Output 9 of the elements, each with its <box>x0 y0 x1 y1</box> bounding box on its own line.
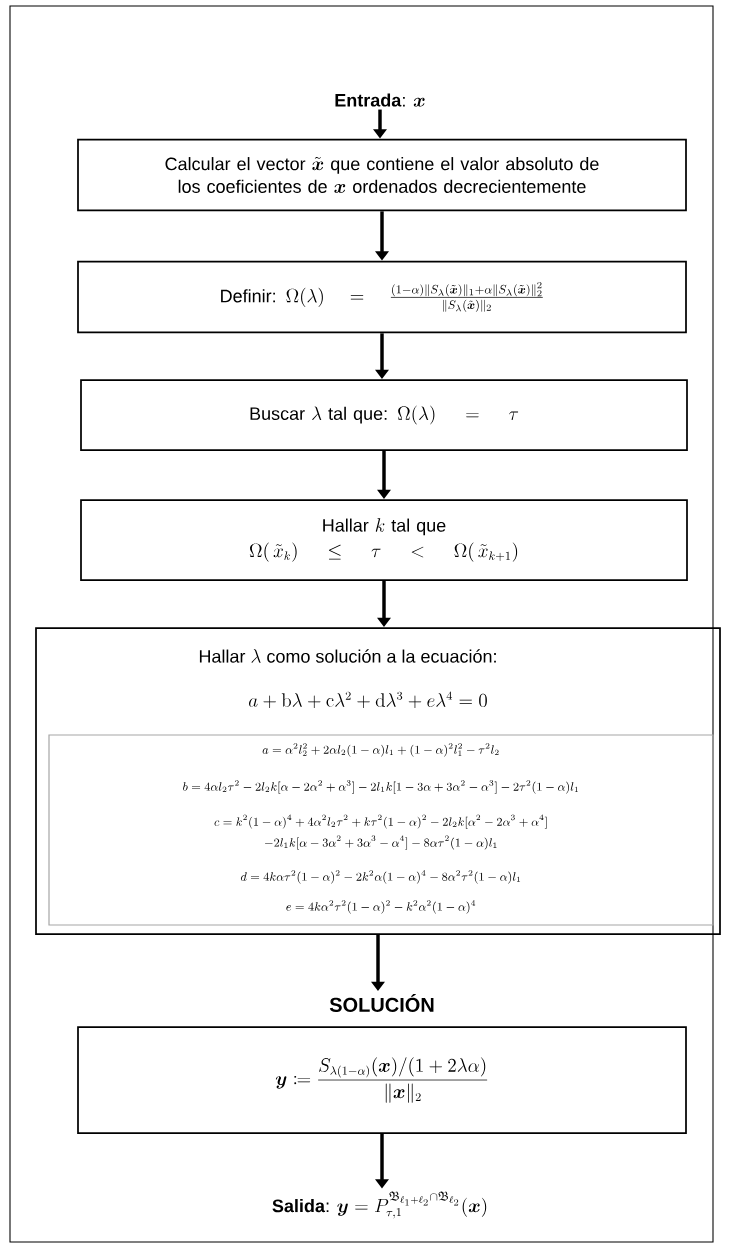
process-box: Definir: $\Omega(\lambda) = \frac{(1-\alpha)\|S_\lambda(\tilde{\boldsymbol{x}})\|_1+\alpha\|S_\lambda(\tilde{\boldsymbol{x}})\|_2^2}{\|S_\lambda(\tilde{\boldsymbol{x}})\|_2}$ <box>77 260 687 334</box>
process-box: Buscar $\lambda$ tal que: $\Omega(\lambda) = \tau$ <box>80 379 688 451</box>
process-box: Calcular el vector $\tilde{\boldsymbol{x}}$ que contiene el valor absoluto de los coeficientes de $\boldsymbol{x}$ ordenados decrecientemente <box>77 138 687 212</box>
process-box: Hallar $k$ tal que $\Omega(\,\tilde{x}_k) \le \tau < \Omega(\,\tilde{x}_{k+1})$ <box>80 499 688 581</box>
process-box: $\boldsymbol{y} \coloneqq \frac{S_{\lambda(1-\alpha)}(\boldsymbol{x})/(1+2\lambda\alpha)}{\|\boldsymbol{x}\|_2}$ <box>77 1026 687 1134</box>
section-heading: SOLUCIÓN <box>329 994 434 1012</box>
io-text: Entrada: $\boldsymbol{x}$ <box>335 93 425 107</box>
io-text: Salida: $\boldsymbol{y} = P_{\tau,1}^{\mathfrak{B}_{\ell_1+\ell_2}\cap\mathfrak{B}_{\ell_2}}(\boldsymbol{x})$ <box>272 1191 487 1219</box>
formula-box: $a = \alpha^2 l_2^2 + 2\alpha l_2(1-\alpha)l_1 + (1-\alpha)^2 l_1^2 - \tau^2 l_2$ $b = 4\alpha l_2\tau^2 - 2l_2k[\alpha - 2\alpha^2 + \alpha^3] - 2l_1k[1 - 3\alpha + 3\alpha^2 - \alpha^3] - 2\tau^2(1-\alpha)l_1$ $\begin{gathered}c = k^2(1-\alpha)^4 + 4\alpha^2 l_2\tau^2 + k\tau^2(1-\alpha)^2 - 2l_2k[\alpha^2 - 2\alpha^3 + \alpha^4]\\ -2l_1k[\alpha - 3\alpha^2 + 3\alpha^3 - \alpha^4] - 8\alpha\tau^2(1-\alpha)l_1\end{gathered}$ $d = 4k\alpha\tau^2(1-\alpha)^2 - 2k^2\alpha(1-\alpha)^4 - 8\alpha^2\tau^2(1-\alpha)l_1$ $e = 4k\alpha^2\tau^2(1-\alpha)^2 - k^2\alpha^2(1-\alpha)^4$ <box>48 734 714 926</box>
